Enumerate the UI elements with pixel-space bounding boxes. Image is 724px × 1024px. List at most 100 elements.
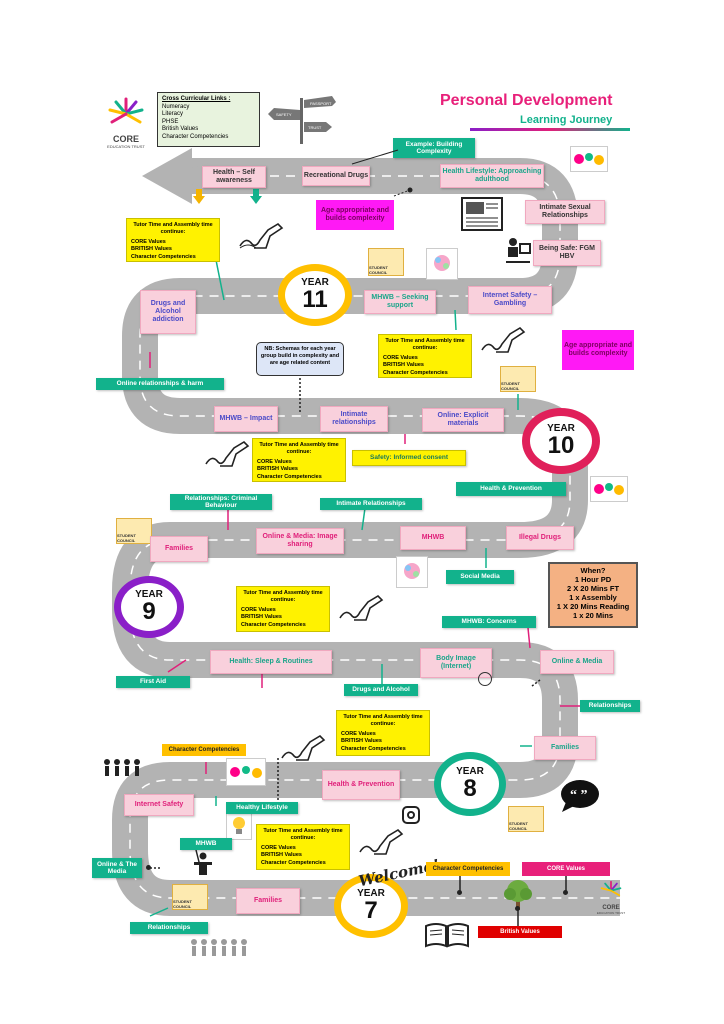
tutor-heading: Tutor Time and Assembly time continue: (243, 590, 323, 604)
core-logo: CORE EDUCATION TRUST (104, 96, 148, 156)
road-arrow-head (142, 148, 192, 204)
logo-subtext: EDUCATION TRUST (596, 911, 626, 915)
label-safety-consent: Safety: Informed consent (352, 450, 466, 466)
year-number: 9 (142, 598, 156, 625)
year-label: YEAR (357, 888, 385, 899)
topic-online-media-sharing: Online & Media: Image sharing (256, 528, 344, 554)
cc-item: Literacy (162, 111, 184, 117)
year-9-badge: YEAR 9 (114, 576, 184, 638)
topic-health-lifestyle: Health Lifestyle: Approaching adulthood (440, 164, 544, 188)
writing-hand-icon (205, 440, 250, 467)
tutor-item: BRITISH Values (261, 852, 302, 859)
year-7-badge: YEAR 7 (334, 874, 408, 938)
mental-health-poster (396, 556, 428, 588)
writing-hand-icon (339, 594, 384, 621)
topic-health-prevention-8: Health & Prevention (322, 770, 400, 800)
topic-internet-safety-8: Internet Safety (124, 794, 194, 816)
people-group-icon (104, 759, 140, 776)
cc-item: British Values (162, 126, 199, 132)
tutor-item: BRITISH Values (341, 738, 382, 745)
people-row-icon (191, 939, 247, 956)
tutor-item: Character Competencies (257, 473, 322, 480)
topic-online-explicit: Online: Explicit materials (422, 408, 504, 432)
when-line: 1 x 20 Mins (572, 611, 614, 620)
when-line: 1 x Assembly (569, 593, 617, 602)
newspaper-icon (461, 197, 503, 231)
tutor-item: CORE Values (383, 355, 418, 362)
topic-families-7: Families (236, 888, 300, 914)
tutor-heading: Tutor Time and Assembly time continue: (259, 442, 339, 456)
tutor-item: Character Competencies (341, 745, 406, 752)
year-number: 7 (364, 897, 378, 924)
cross-curricular-heading: Cross Curricular Links : (162, 96, 231, 102)
label-social-media: Social Media (446, 570, 514, 584)
label-mhwb-7: MHWB (180, 838, 232, 850)
topic-health-self: Health – Self awareness (202, 166, 266, 188)
tutor-heading: Tutor Time and Assembly time continue: (385, 338, 465, 352)
year-label: YEAR (456, 766, 484, 777)
cross-curricular-box: Cross Curricular Links : Numeracy Litera… (157, 92, 260, 147)
tutor-item: BRITISH Values (241, 614, 282, 621)
lightbulb-poster (226, 812, 252, 840)
tutor-item: Character Competencies (241, 621, 306, 628)
writing-hand-icon (281, 734, 326, 761)
label-healthy-lifestyle: Healthy Lifestyle (226, 802, 298, 814)
year-11-badge: YEAR 11 (278, 264, 352, 326)
sign-text: SAFETY (276, 112, 292, 117)
tree-icon (504, 880, 532, 910)
when-line: 2 X 20 Mins FT (566, 584, 620, 593)
label-example: Example: Building Complexity (393, 138, 475, 158)
connector-dot (457, 890, 462, 895)
logo-text: CORE (112, 134, 139, 144)
tutor-item: Character Competencies (383, 369, 448, 376)
year-number: 10 (547, 432, 575, 459)
topic-intimate-relationships: Intimate relationships (320, 406, 388, 432)
health-poster (226, 758, 266, 786)
year-label: YEAR (135, 589, 163, 600)
cc-item: PHSE (162, 118, 179, 125)
tutor-heading: Tutor Time and Assembly time continue: (263, 828, 343, 842)
label-rel-criminal: Relationships: Criminal Behaviour (170, 494, 272, 510)
when-line: 1 Hour PD (574, 575, 612, 584)
nb-box: NB: Schemas for each year group build in… (256, 342, 344, 376)
mental-health-poster (426, 248, 458, 280)
sign-text: TRUST (308, 125, 322, 130)
speaker-podium-icon (194, 852, 212, 875)
topic-being-safe: Being Safe: FGM HBV (533, 240, 601, 266)
tutor-box-8: Tutor Time and Assembly time continue: C… (336, 710, 430, 756)
label-core-values: CORE Values (522, 862, 610, 876)
year-number: 8 (463, 775, 477, 802)
year-8-badge: YEAR 8 (434, 752, 506, 816)
student-council-badge: STUDENT COUNCIL (508, 806, 544, 832)
label-british-values: British Values (478, 926, 562, 938)
connector-dot (515, 906, 520, 911)
topic-families-8: Families (534, 736, 596, 760)
logo-text: CORE (602, 905, 620, 911)
open-book-icon (425, 923, 469, 948)
when-title: When? (580, 566, 606, 575)
label-character-competencies-8: Character Competencies (162, 744, 246, 756)
logo-burst-icon (600, 880, 622, 897)
age-appropriate-box-1: Age appropriate and builds complexity (316, 200, 394, 230)
connector-dot (563, 890, 568, 895)
tutor-item: CORE Values (341, 731, 376, 738)
label-online-rel-harm: Online relationships & harm (96, 378, 224, 390)
label-health-prevention: Health & Prevention (456, 482, 566, 496)
when-box: When? 1 Hour PD 2 X 20 Mins FT 1 x Assem… (548, 562, 638, 628)
label-online-media-7: Online & The Media (92, 858, 142, 878)
label-first-aid: First Aid (116, 676, 190, 688)
tutor-item: BRITISH Values (383, 362, 424, 369)
tutor-box-7: Tutor Time and Assembly time continue: C… (256, 824, 350, 870)
tutor-item: CORE Values (241, 607, 276, 614)
tutor-heading: Tutor Time and Assembly time continue: (133, 222, 213, 236)
year-label: YEAR (301, 277, 329, 288)
computer-user-icon (506, 238, 531, 263)
tutor-item: CORE Values (261, 845, 296, 852)
topic-drugs-alcohol-addiction: Drugs and Alcohol addiction (140, 290, 196, 334)
topic-families-9: Families (150, 536, 208, 562)
label-relationships-7: Relationships (130, 922, 208, 934)
instagram-icon (402, 806, 420, 824)
signpost-icon: PASSPORT SAFETY TRUST (268, 96, 336, 144)
speech-bubble-icon: “ ” (561, 780, 599, 812)
cc-item: Numeracy (162, 103, 190, 110)
